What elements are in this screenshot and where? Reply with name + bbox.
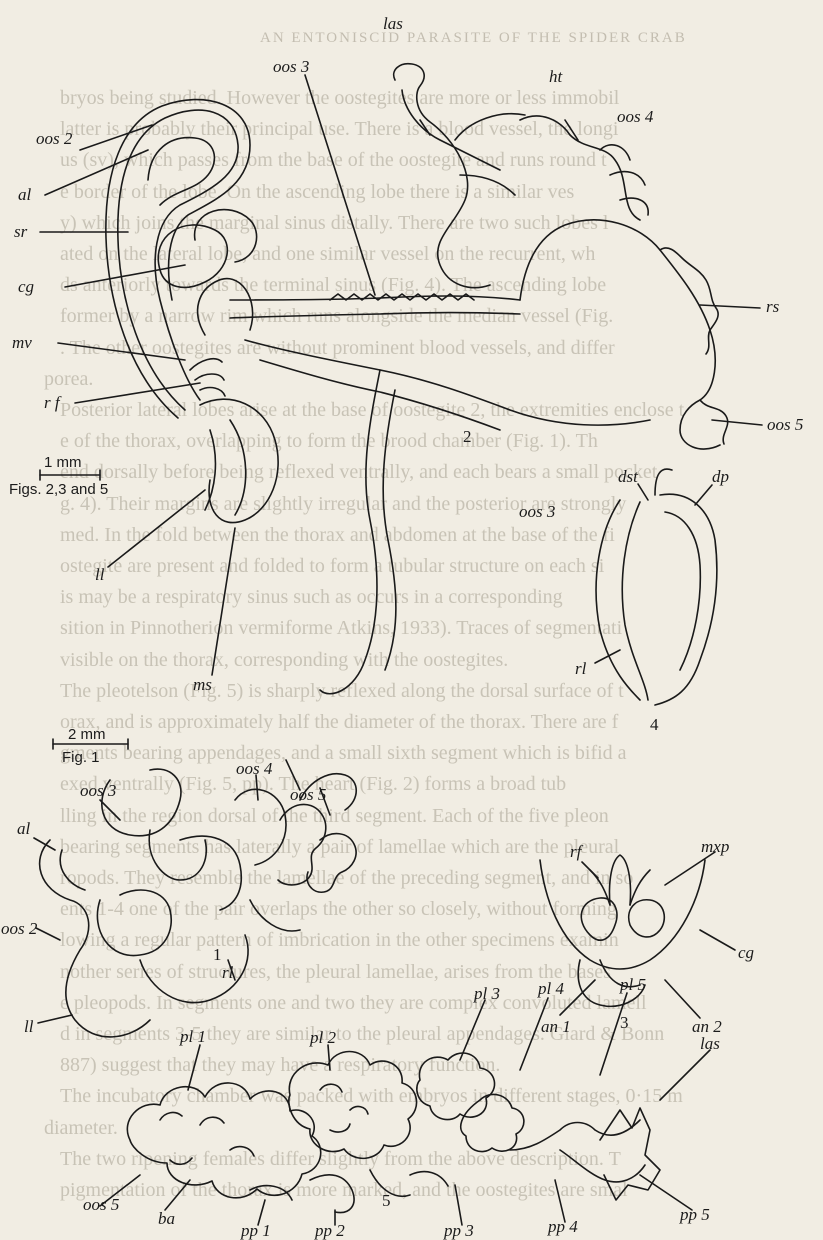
fig4-number: 4 xyxy=(650,716,659,734)
label-pl1: pl 1 xyxy=(180,1028,206,1046)
label-dp: dp xyxy=(712,468,729,486)
scale-bar-1mm-label: 1 mm xyxy=(44,455,82,471)
label-rl-fig4: rl xyxy=(575,660,586,678)
label-oos2-fig1: oos 2 xyxy=(1,920,37,938)
label-rl-fig1: rl xyxy=(222,964,233,982)
label-oos3-fig1: oos 3 xyxy=(80,782,116,800)
label-sr: sr xyxy=(14,223,27,241)
label-ms: ms xyxy=(193,676,212,694)
scale-bar-2mm-label: 2 mm xyxy=(68,727,106,743)
fig1-number: 1 xyxy=(213,946,222,964)
label-ht: ht xyxy=(549,68,562,86)
fig2-number: 2 xyxy=(463,428,472,446)
label-rf-fig3: rf xyxy=(570,843,581,861)
label-rs: rs xyxy=(766,298,779,316)
label-mv: mv xyxy=(12,334,32,352)
label-al-top: al xyxy=(18,186,31,204)
label-pp1: pp 1 xyxy=(241,1222,271,1240)
fig4-drawing xyxy=(595,469,717,705)
label-al-fig1: al xyxy=(17,820,30,838)
label-rf-top: r f xyxy=(44,394,60,412)
label-pl5: pl 5 xyxy=(620,976,646,994)
label-oos4-fig1: oos 4 xyxy=(236,760,272,778)
label-oos5-fig1: oos 5 xyxy=(290,786,326,804)
label-pl3: pl 3 xyxy=(474,985,500,1003)
label-ll-fig1: ll xyxy=(24,1018,33,1036)
label-oos3-fig4: oos 3 xyxy=(519,503,555,521)
label-oos4-top: oos 4 xyxy=(617,108,653,126)
label-pp5: pp 5 xyxy=(680,1206,710,1224)
label-pp2: pp 2 xyxy=(315,1222,345,1240)
fig3-number: 3 xyxy=(620,1014,629,1032)
label-pp4: pp 4 xyxy=(548,1218,578,1236)
label-mxp: mxp xyxy=(701,838,729,856)
scale-bar-1mm-caption: Figs. 2,3 and 5 xyxy=(9,482,108,498)
label-cg-top: cg xyxy=(18,278,34,296)
label-cg-fig3: cg xyxy=(738,944,754,962)
label-oos5-right: oos 5 xyxy=(767,416,803,434)
label-pp3: pp 3 xyxy=(444,1222,474,1240)
label-ll-mid: ll xyxy=(95,566,104,584)
scale-bar-2mm-caption: Fig. 1 xyxy=(62,750,100,766)
label-dst: dst xyxy=(618,468,638,486)
label-pl4: pl 4 xyxy=(538,980,564,998)
label-an1: an 1 xyxy=(541,1018,571,1036)
label-oos5-fig5: oos 5 xyxy=(83,1196,119,1214)
label-pl2: pl 2 xyxy=(310,1029,336,1047)
label-las-fig5: las xyxy=(700,1035,720,1053)
fig5-number: 5 xyxy=(382,1192,391,1210)
label-oos2-top: oos 2 xyxy=(36,130,72,148)
scale-bar-1mm xyxy=(40,470,100,480)
label-oos3-top: oos 3 xyxy=(273,58,309,76)
label-ba: ba xyxy=(158,1210,175,1228)
fig2-drawing xyxy=(40,64,762,694)
label-las-top: las xyxy=(383,15,403,33)
